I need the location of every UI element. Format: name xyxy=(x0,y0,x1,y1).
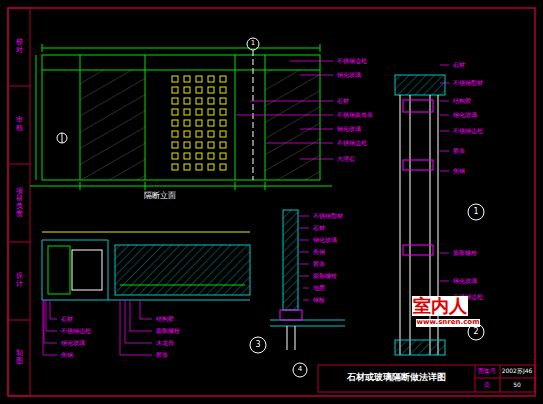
elevation-leaders xyxy=(236,61,333,159)
material-label: 结构胶 xyxy=(155,316,175,323)
signature-cell: 校对 xyxy=(15,39,24,54)
material-label: 大理石 xyxy=(336,156,356,163)
material-label: 胶条 xyxy=(312,261,326,268)
title-block xyxy=(318,365,535,392)
material-label: 膨胀螺栓 xyxy=(312,273,338,280)
material-label: 不锈钢边框 xyxy=(336,140,368,147)
material-label: 石材 xyxy=(452,62,466,69)
title-block-cell: 50 xyxy=(512,382,522,389)
title-block-cell: 2002苏J46 xyxy=(501,368,534,375)
material-label: 角钢 xyxy=(60,352,74,359)
material-label: 木龙骨 xyxy=(155,340,175,347)
material-label: 不锈钢型材 xyxy=(452,80,484,87)
title-block-cell: 图集号 xyxy=(477,368,497,375)
material-label: 石材 xyxy=(60,316,74,323)
material-label: 胶条 xyxy=(452,148,466,155)
material-label: 地面 xyxy=(312,285,326,292)
material-label: 钢化玻璃 xyxy=(336,72,362,79)
callout-number: 3 xyxy=(254,341,261,350)
vertical-section xyxy=(395,75,484,355)
callout-number: 4 xyxy=(297,366,303,374)
detail-leaders xyxy=(299,216,309,300)
signature-cell: 项目负责 xyxy=(15,188,24,219)
plan-leaders xyxy=(43,300,152,355)
elevation xyxy=(30,38,332,190)
callout-number: 2 xyxy=(472,328,479,337)
material-label: 钢板 xyxy=(312,297,326,304)
material-label: 钢化玻璃 xyxy=(452,112,478,119)
material-label: 结构胶 xyxy=(452,98,472,105)
section-leaders xyxy=(440,65,449,297)
plan-section xyxy=(42,232,266,353)
material-label: 钢化玻璃 xyxy=(336,126,362,133)
material-label: 不锈钢型材 xyxy=(312,213,344,220)
material-label: 钢化玻璃 xyxy=(452,278,478,285)
material-label: 石材 xyxy=(312,225,326,232)
view-title: 隔断立面 xyxy=(143,192,177,201)
watermark: www.snren.com xyxy=(416,319,481,327)
material-label: 钢化玻璃 xyxy=(60,340,86,347)
material-label: 角钢 xyxy=(452,168,466,175)
material-label: 不锈钢边框 xyxy=(336,58,368,65)
material-label: 角钢 xyxy=(312,249,326,256)
signature-cell: 设计 xyxy=(15,273,24,288)
material-label: 膨胀螺栓 xyxy=(452,250,478,257)
title-block-cell: 页 xyxy=(483,382,491,389)
strip-dividers xyxy=(8,86,30,320)
floor-detail xyxy=(270,210,345,377)
material-label: 不锈钢边框 xyxy=(60,328,92,335)
side-strip xyxy=(8,8,30,396)
material-label: 钢化玻璃 xyxy=(312,237,338,244)
material-label: 石材 xyxy=(336,98,350,105)
material-label: 胶条 xyxy=(155,352,169,359)
drawing-title: 石材或玻璃隔断做法详图 xyxy=(346,373,447,383)
material-label: 膨胀螺栓 xyxy=(155,328,181,335)
drawing-frame xyxy=(8,8,535,396)
material-label: 不锈钢装饰条 xyxy=(336,112,374,119)
signature-cell: 审核 xyxy=(15,117,24,132)
signature-cell: 制图 xyxy=(15,350,24,365)
watermark: 室内人 xyxy=(412,296,468,316)
material-label: 不锈钢边框 xyxy=(452,128,484,135)
callout-number: 1 xyxy=(472,208,479,217)
callout-number: 1 xyxy=(250,40,256,48)
